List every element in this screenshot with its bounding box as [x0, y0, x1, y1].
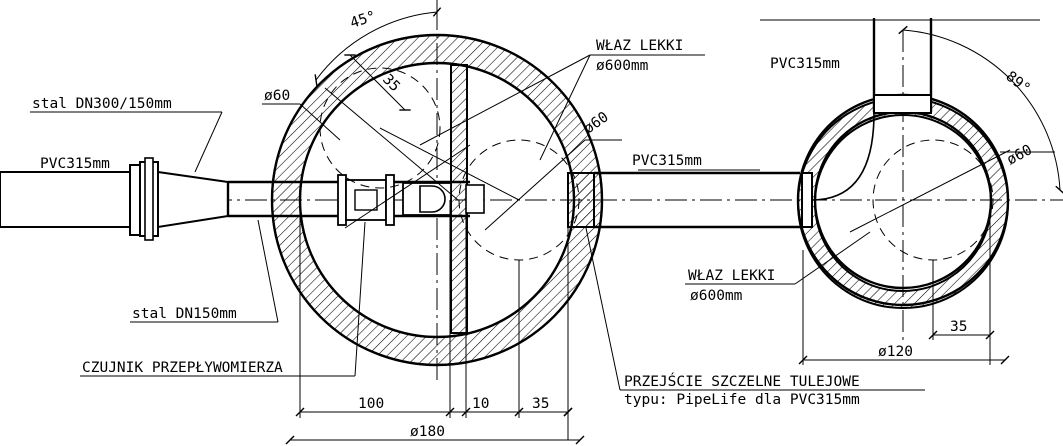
- leader-lines: [30, 54, 925, 391]
- dim-35-right: 35: [950, 319, 967, 335]
- pvc-middle-label: PVC315mm: [632, 153, 702, 169]
- text-labels: PVC315mm stal DN300/150mm stal DN150mm C…: [32, 38, 860, 408]
- dim-35-bottom: 35: [532, 396, 549, 412]
- manhole-cover-1-label-2: ø600mm: [596, 58, 649, 74]
- dimension-lines: [262, 0, 1063, 445]
- dim-d60-right: ø60: [1004, 142, 1035, 168]
- pvc-top-label: PVC315mm: [770, 56, 840, 72]
- manhole-cover-2-label-2: ø600mm: [690, 288, 743, 304]
- seal-label-1: PRZEJŚCIE SZCZELNE TULEJOWE: [624, 372, 860, 390]
- flow-sensor-label: CZUJNIK PRZEPŁYWOMIERZA: [82, 360, 283, 376]
- nozzle: [402, 182, 485, 216]
- dim-d60-left: ø60: [264, 88, 290, 104]
- seal-label-2: typu: PipeLife dla PVC315mm: [624, 392, 860, 408]
- manhole-cover-1-label-1: WŁAZ LEKKI: [596, 38, 683, 54]
- partition-wall: [450, 64, 468, 334]
- dim-100: 100: [358, 396, 384, 412]
- dim-angle-45: 45°: [348, 8, 378, 31]
- inlet-pipe-pvc: [0, 157, 159, 241]
- dim-angle-89: 89°: [1003, 69, 1033, 98]
- pvc-left-label: PVC315mm: [40, 156, 110, 172]
- dim-d180: ø180: [410, 424, 445, 440]
- steel-reducer: [157, 170, 229, 229]
- dim-10: 10: [472, 396, 489, 412]
- dim-d120: ø120: [878, 344, 913, 360]
- steel-reducer-label: stal DN300/150mm: [32, 96, 172, 112]
- manhole-cover-2-label-1: WŁAZ LEKKI: [688, 268, 775, 284]
- flow-meter-sensor: [337, 174, 395, 226]
- middle-pipe-pvc: [567, 171, 800, 229]
- steel-pipe-label: stal DN150mm: [132, 306, 237, 322]
- manhole-cover-1a: [319, 67, 441, 189]
